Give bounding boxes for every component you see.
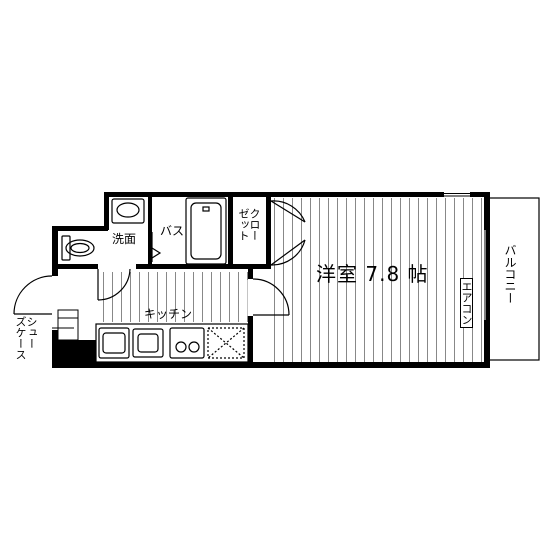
closet-label: クロー ゼット bbox=[237, 208, 261, 241]
bath-label: バス bbox=[160, 224, 185, 238]
bathtub-fixture bbox=[185, 197, 227, 265]
kitchen-floor bbox=[96, 272, 252, 322]
shoe-case-label: シュー ズケース bbox=[14, 316, 38, 360]
kitchen-counter bbox=[95, 323, 249, 363]
western-room-floor bbox=[270, 198, 484, 362]
doors bbox=[13, 200, 306, 316]
interior-walls bbox=[58, 197, 271, 366]
balcony-label: バルコニー bbox=[503, 244, 517, 304]
washroom-label: 洗面 bbox=[112, 232, 137, 246]
western-room-label: 洋室 7.8 帖 bbox=[316, 262, 429, 286]
kitchen-label: キッチン bbox=[144, 307, 193, 321]
outer-walls bbox=[52, 192, 490, 368]
shoe-cabinet bbox=[57, 309, 79, 341]
toilet-fixture bbox=[61, 235, 95, 261]
air-conditioner-label: エアコン bbox=[460, 278, 473, 328]
washbasin-fixture bbox=[111, 198, 145, 224]
